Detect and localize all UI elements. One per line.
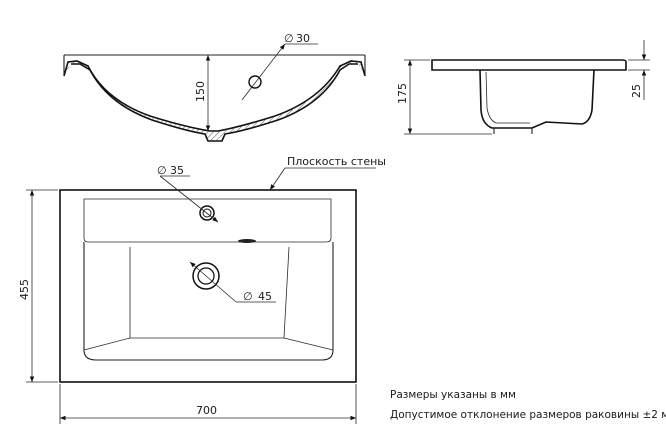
plan-floor-left-diag [83,337,131,351]
plan-back-shelf [83,198,332,243]
plan-basin-floor [129,246,290,339]
side-rim-outline [431,59,627,71]
basin-section-inner [71,63,358,142]
side-view: 175 25 [396,40,650,135]
drain-45-leader [189,261,237,303]
depth-455-label: 455 [18,279,31,300]
wall-plane-leader [269,167,286,191]
units-note: Размеры указаны в мм [390,389,516,401]
depth-150-label: 150 [194,81,207,102]
plan-outer-rim [59,189,357,383]
drawing-notes: Размеры указаны в мм Допустимое отклонен… [390,389,666,421]
wall-plane-label: Плоскость стены [287,155,386,168]
tap-35-value: 35 [170,164,184,177]
tap-35-symbol: ∅ [157,164,167,177]
drain-45-symbol: ∅ [243,290,253,303]
plan-floor-right-diag [283,337,334,351]
basin-section-hatch [64,61,365,141]
hole-30-value: 30 [296,32,310,45]
hole-30-leader [241,43,286,101]
hole-30-symbol: ∅ [284,32,294,45]
height-175-label: 175 [396,83,409,104]
drain-45-value: 45 [258,290,272,303]
plan-basin-outline [83,242,334,361]
width-700-label: 700 [196,404,217,417]
side-bowl-outline [479,69,595,129]
plan-view: ∅ 35 ∅ 45 Плоскость стены 455 700 [18,155,386,424]
side-bowl-inner [485,71,530,124]
rim-25-label: 25 [630,84,643,98]
front-section-view: ∅ 30 150 [63,32,366,142]
tolerance-note: Допустимое отклонение размеров раковины … [390,409,666,421]
tap-35-leader [159,175,219,223]
overflow-slot [238,239,256,243]
